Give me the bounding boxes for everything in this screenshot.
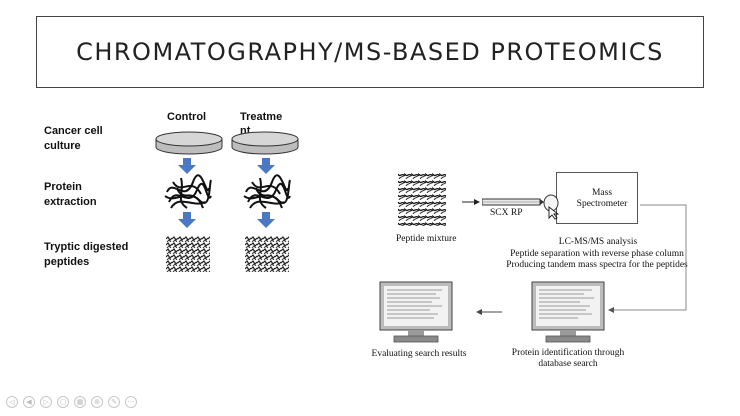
copy-icon[interactable]: ▢ [57,396,69,408]
next-icon[interactable]: ▷ [40,396,52,408]
prev-icon[interactable]: ◁ [6,396,18,408]
column-control: Control [167,111,207,123]
down-arrow-icon [178,158,196,174]
row-tryptic-digested-peptides: Tryptic digested peptides [44,241,129,268]
petri-dish-treatment [231,131,299,155]
back-icon[interactable]: ◀ [23,396,35,408]
row-cancer-cell-culture: Cancer cell culture [44,125,103,152]
lcms-line-2: Producing tandem mass spectra for the pe… [506,260,688,270]
protein-identification-label: Protein identification through database … [511,348,625,369]
right-arrow-icon [462,199,480,205]
down-arrow-icon [178,212,196,228]
protein-tangle-icon [164,174,212,209]
more-icon[interactable]: ⋯ [125,396,137,408]
computer-monitor-icon [379,281,453,343]
zoom-icon[interactable]: ⊕ [91,396,103,408]
pen-icon[interactable]: ✎ [108,396,120,408]
column-treatment: Treatment [240,111,283,137]
mass-spectrometer-label: Mass Spectrometer [576,188,628,209]
down-arrow-icon [257,212,275,228]
protein-tangle-icon [243,174,291,209]
peptide-texture-icon [245,236,289,272]
slide-title: CHROMATOGRAPHY/MS-BASED PROTEOMICS [76,38,664,66]
flow-connector [608,204,687,313]
slides-icon[interactable]: ▦ [74,396,86,408]
slide-nav-toolbar: ◁ ◀ ▷ ▢ ▦ ⊕ ✎ ⋯ [6,396,137,408]
down-arrow-icon [257,158,275,174]
column-label: SCX RP [490,208,523,218]
peptide-texture-icon [166,236,210,272]
computer-monitor-icon [531,281,605,343]
evaluating-results-label: Evaluating search results [371,349,467,359]
left-arrow-icon [476,309,502,315]
title-box: CHROMATOGRAPHY/MS-BASED PROTEOMICS [36,16,704,88]
peptide-mixture-icon [398,172,446,226]
chromatography-column [482,198,544,206]
petri-dish-control [155,131,223,155]
row-protein-extraction: Protein extraction [44,181,97,208]
peptide-mixture-label: Peptide mixture [396,234,457,244]
cursor-icon [548,206,560,220]
lcms-title: LC-MS/MS analysis [558,237,638,247]
lcms-line-1: Peptide separation with reverse phase co… [510,249,684,259]
